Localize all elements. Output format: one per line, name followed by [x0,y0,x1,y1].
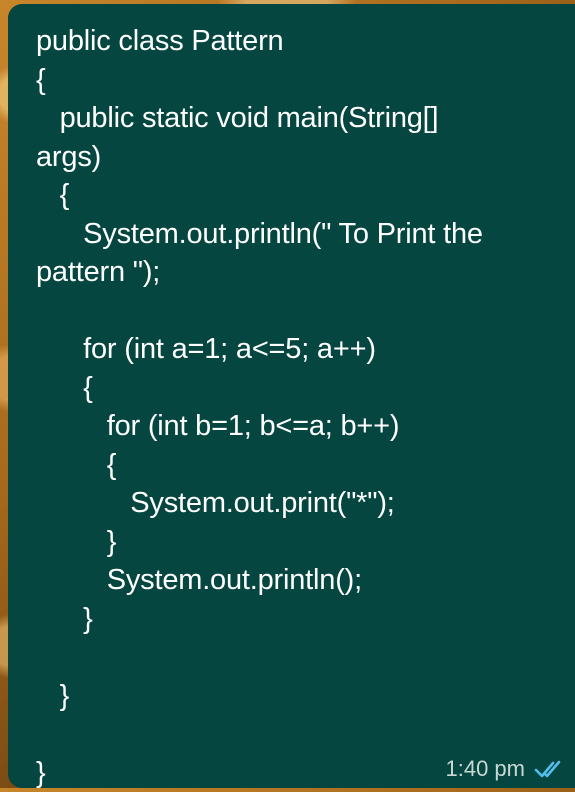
code-line: for (int b=1; b<=a; b++) [36,407,561,446]
code-line: } [36,523,561,562]
code-line: { [36,61,561,100]
code-line: { [36,176,561,215]
message-meta: 1:40 pm [446,756,564,782]
code-line: } [36,600,561,639]
code-line: for (int a=1; a<=5; a++) [36,330,561,369]
double-check-read-icon [533,758,563,780]
message-bubble[interactable]: public class Pattern { public static voi… [8,4,575,788]
code-line: args) [36,138,561,177]
message-timestamp: 1:40 pm [446,756,526,782]
code-line: public class Pattern [36,22,561,61]
code-line: pattern "); [36,253,561,292]
code-line [36,715,561,754]
code-line: public static void main(String[] [36,99,561,138]
message-text: public class Pattern { public static voi… [36,22,561,792]
code-line: { [36,369,561,408]
code-line [36,292,561,331]
code-line [36,638,561,677]
code-line: System.out.print("*"); [36,484,561,523]
code-line: { [36,446,561,485]
code-line: System.out.println(" To Print the [36,215,561,254]
code-line: System.out.println(); [36,561,561,600]
code-line: } [36,677,561,716]
